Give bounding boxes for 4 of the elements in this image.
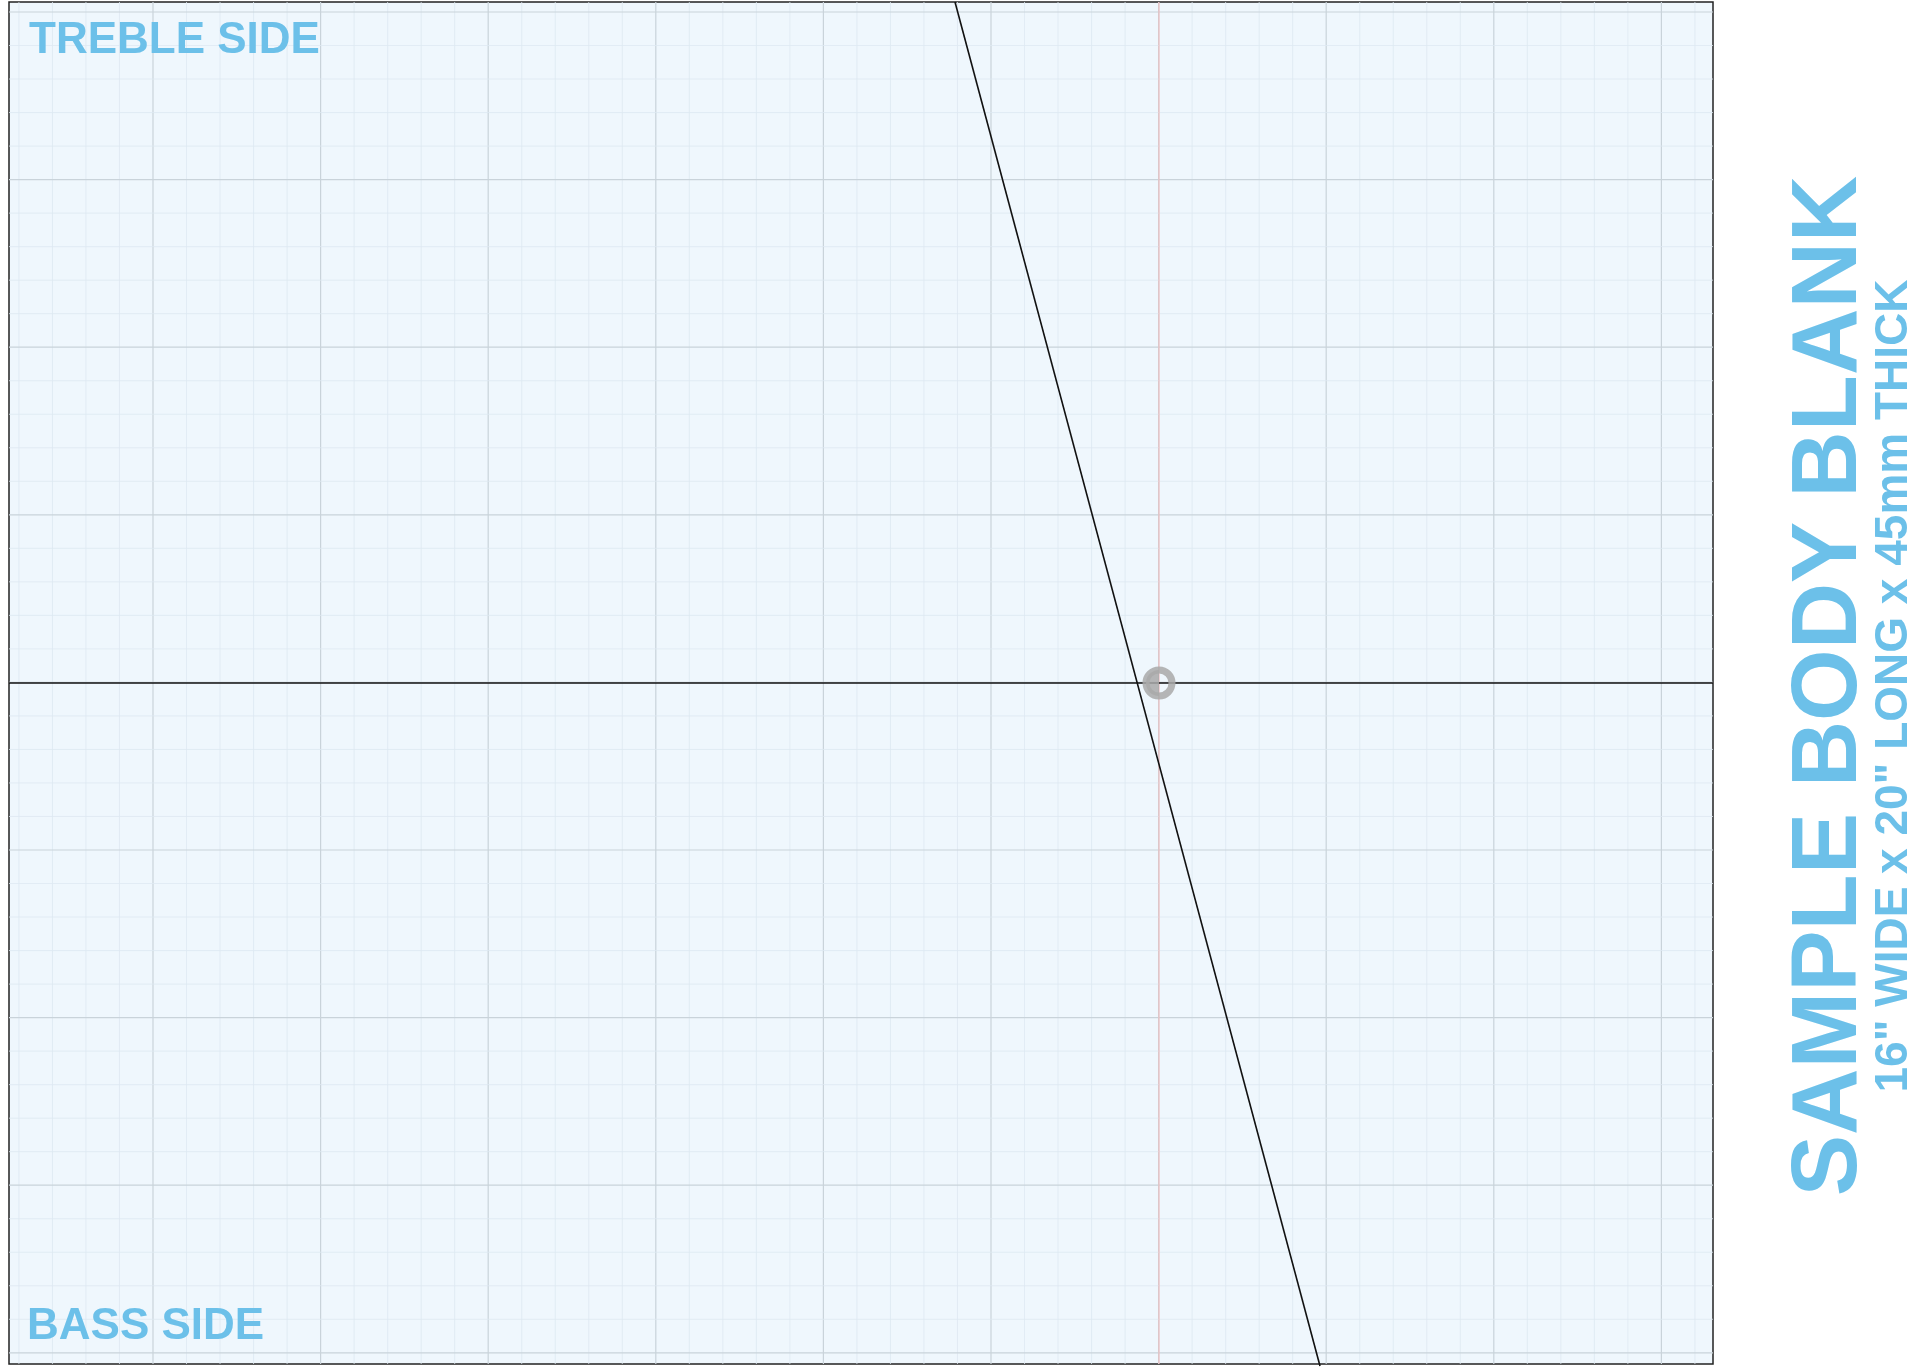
title: SAMPLE BODY BLANK: [1778, 175, 1870, 1197]
dimensions-note: 16" WIDE x 20" LONG x 45mm THICK: [1868, 279, 1914, 1093]
side-label: TREBLE SIDE: [29, 16, 320, 60]
side-label: BASS SIDE: [27, 1302, 265, 1346]
